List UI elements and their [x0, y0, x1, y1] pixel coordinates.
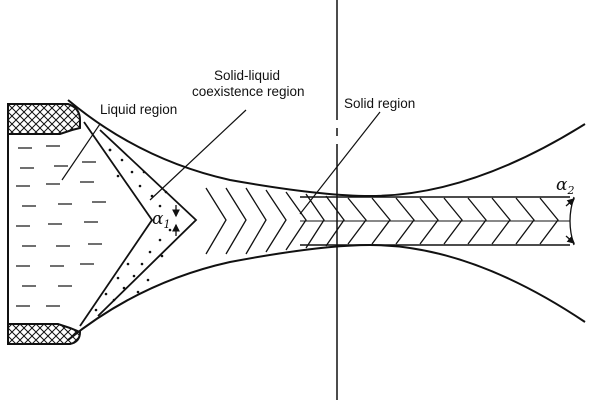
alpha1-sub: 1 [163, 218, 170, 231]
alpha2-marker [565, 196, 575, 246]
alpha2-base: α [556, 175, 568, 195]
lower-roll-surface [67, 243, 586, 341]
label-mushy-line1: Solid-liquid [214, 68, 280, 83]
upper-mould-wall [7, 103, 81, 135]
liquidus-front [79, 121, 154, 327]
leader-mushy [149, 109, 247, 201]
label-liquid-region: Liquid region [100, 102, 177, 117]
label-mushy-line2: coexistence region [192, 84, 305, 99]
label-solid-region: Solid region [344, 96, 415, 111]
mushy-zone-dots [94, 148, 178, 312]
mould-walls [7, 103, 82, 345]
label-alpha1: α1 [152, 209, 170, 231]
alpha2-sub: 2 [566, 184, 574, 197]
lower-mould-wall [7, 323, 82, 345]
solid-chevrons [205, 187, 559, 255]
leader-solid [299, 111, 381, 215]
leader-liquid [61, 123, 101, 181]
liquid-dashes [16, 145, 106, 307]
alpha1-base: α [152, 209, 164, 229]
label-alpha2: α2 [556, 175, 574, 197]
solidus-front [97, 129, 198, 317]
upper-roll-surface [67, 99, 586, 198]
